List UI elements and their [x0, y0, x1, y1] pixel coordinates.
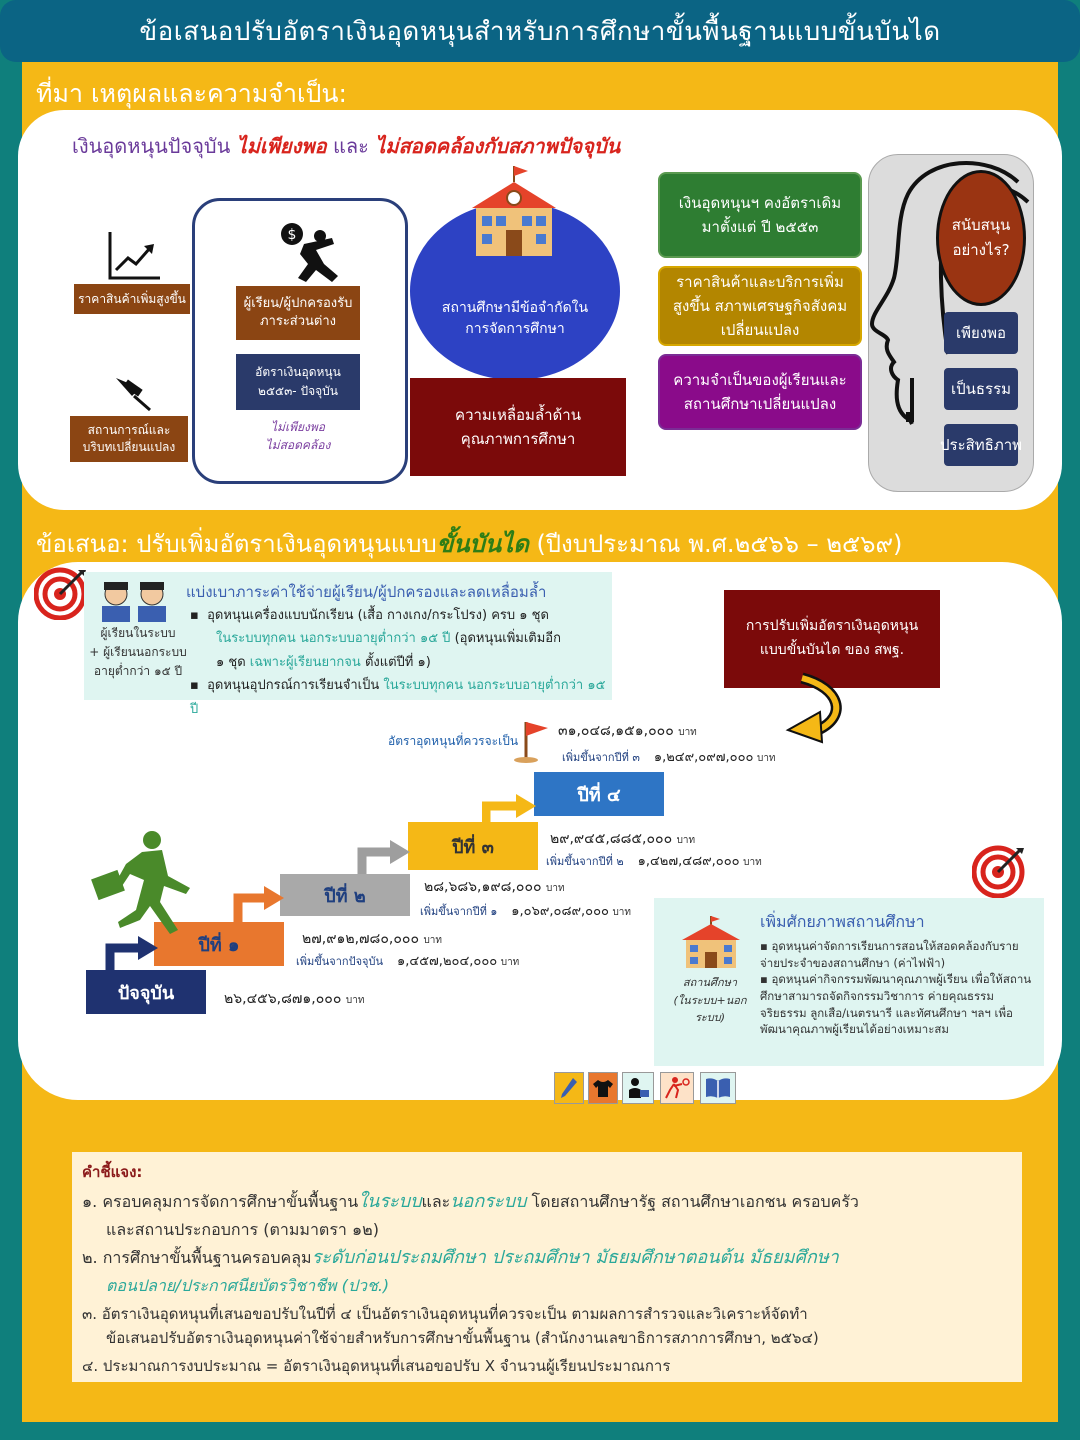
year2-amount: ๒๘,๖๘๖,๑๙๘,๐๐๐ บาท	[424, 879, 565, 895]
students-caption: ผู้เรียนในระบบ + ผู้เรียนนอกระบบ อายุต่ำ…	[86, 624, 190, 682]
pushpin-icon	[116, 378, 151, 412]
inequality-label: ความเหลื่อมล้ำด้านคุณภาพการศึกษา	[410, 378, 626, 476]
burden-group	[192, 198, 408, 484]
note-3-line1: ๓. อัตราเงินอุดหนุนที่เสนอขอปรับในปีที่ …	[82, 1305, 808, 1323]
insufficient-note: ไม่เพียงพอ ไม่สอดคล้อง	[236, 418, 360, 454]
needs-change-box: ความจำเป็นของผู้เรียนและสถานศึกษาเปลี่ยน…	[658, 354, 862, 430]
criteria-efficient: ประสิทธิภาพ	[940, 424, 1022, 466]
money-runner-icon: $	[281, 223, 338, 282]
bullet-uniform-cont: ในระบบทุกคน นอกระบบอายุต่ำกว่า ๑๕ ปี (อุ…	[216, 631, 561, 647]
capacity-bullet-2: ▪ อุดหนุนค่ากิจกรรมพัฒนาคุณภาพผู้เรียน เ…	[760, 972, 1032, 1037]
year1-amount: ๒๗,๙๑๒,๗๘๐,๐๐๐ บาท	[302, 931, 442, 947]
school-building-icon	[472, 166, 556, 256]
ideal-amount: ๓๑,๐๔๘,๑๕๑,๐๐๐ บาท	[558, 723, 697, 739]
step-current: ปัจจุบัน	[86, 970, 206, 1014]
students-in-system: ผู้เรียนในระบบ	[100, 626, 176, 640]
note-3: ๓. อัตราเงินอุดหนุนที่เสนอขอปรับในปีที่ …	[82, 1302, 1018, 1350]
arrow-to-year3-icon	[357, 840, 410, 874]
burden-reduction-box	[84, 572, 612, 700]
year3-increase: เพิ่มขึ้นจากปีที่ ๒ ๑,๔๒๗,๔๘๙,๐๐๐ บาท	[546, 854, 762, 869]
note-1: ๑. ครอบคลุมการจัดการศึกษาขั้นพื้นฐานในระ…	[82, 1188, 1018, 1242]
line-chart-icon	[108, 232, 160, 280]
rate-label: อัตราเงินอุดหนุน ๒๕๕๓- ปัจจุบัน	[236, 354, 360, 410]
fixed-rate-box: เงินอุดหนุนฯ คงอัตราเดิมมาตั้งแต่ ปี ๒๕๕…	[658, 172, 862, 258]
note-3-line2: ข้อเสนอปรับอัตราเงินอุดหนุนค่าใช้จ่ายสำห…	[106, 1329, 819, 1347]
obec-box: การปรับเพิ่มอัตราเงินอุดหนุนแบบขั้นบันได…	[724, 590, 940, 688]
burden-title: แบ่งเบาภาระค่าใช้จ่ายผู้เรียน/ผู้ปกครองแ…	[186, 583, 547, 601]
current-amount: ๒๖,๔๕๖,๘๗๑,๐๐๐ บาท	[224, 991, 365, 1007]
section2-heading: ข้อเสนอ: ปรับเพิ่มอัตราเงินอุดหนุนแบบขั้…	[36, 530, 903, 558]
arrow-to-year1-icon	[105, 936, 158, 978]
book-icon	[700, 1072, 736, 1104]
student-icon	[622, 1072, 654, 1104]
arrow-to-year4-icon	[482, 794, 536, 826]
inconsistent-text: ไม่สอดคล้อง	[265, 438, 331, 452]
insufficient-text: ไม่เพียงพอ	[271, 420, 325, 434]
note-1-cont: และสถานประกอบการ (ตามมาตรา ๑๒)	[106, 1219, 379, 1239]
bullet-uniform-cont2: ๑ ชุด เฉพาะผู้เรียนยากจน ตั้งแต่ปีที่ ๑)	[216, 654, 431, 670]
year1-increase: เพิ่มขึ้นจากปัจจุบัน ๑,๔๕๗,๒๐๔,๐๐๐ บาท	[296, 954, 520, 969]
capacity-bullets: ▪ อุดหนุนค่าจัดการเรียนการสอนให้สอดคล้อง…	[760, 938, 1038, 1038]
bullet-uniform: ▪ อุดหนุนเครื่องแบบนักเรียน (เสื้อ กางเก…	[190, 608, 549, 623]
target-icon	[34, 567, 87, 620]
section1-heading: ที่มา เหตุผลและความจำเป็น:	[36, 79, 347, 108]
pencil-icon	[554, 1072, 584, 1104]
ideal-rate-label: อัตราอุดหนุนที่ควรจะเป็น	[388, 734, 519, 748]
note-4: ๔. ประมาณการงบประมาณ = อัตราเงินอุดหนุนท…	[82, 1357, 671, 1375]
notes-box	[72, 1152, 1022, 1382]
arrow-to-year2-icon	[233, 886, 284, 924]
price-rise-label: ราคาสินค้าเพิ่มสูงขึ้น	[74, 284, 190, 314]
bullet-supplies: ▪ อุดหนุนอุปกรณ์การเรียนจำเป็น ในระบบทุก…	[190, 678, 606, 717]
flag-icon	[514, 722, 548, 763]
section1-lead: เงินอุดหนุนปัจจุบัน ไม่เพียงพอ และ ไม่สอ…	[72, 134, 621, 158]
cost-rise-box: ราคาสินค้าและบริการเพิ่มสูงขึ้น สภาพเศรษ…	[658, 266, 862, 346]
running-businessman-icon	[91, 831, 190, 934]
school-limit-label: สถานศึกษามีข้อจำกัดในการจัดการศึกษา	[441, 300, 589, 337]
school-caption-1: สถานศึกษา	[682, 976, 738, 989]
target-icon-right	[972, 845, 1025, 898]
students-icon	[102, 582, 166, 622]
school-caption-2: (ในระบบ+นอกระบบ)	[673, 993, 747, 1025]
shirt-icon	[588, 1072, 618, 1104]
note-2: ๒. การศึกษาขั้นพื้นฐานครอบคลุมระดับก่อนป…	[82, 1244, 1018, 1298]
capacity-bullet-1: ▪ อุดหนุนค่าจัดการเรียนการสอนให้สอดคล้อง…	[760, 939, 1019, 970]
step-year4: ปีที่ ๔	[534, 772, 664, 816]
year2-increase: เพิ่มขึ้นจากปีที่ ๑ ๑,๐๖๙,๐๘๙,๐๐๐ บาท	[420, 904, 632, 919]
note-2-cont: ตอนปลาย/ประกาศนียบัตรวิชาชีพ (ปวช.)	[106, 1275, 390, 1295]
notes-heading: คำชี้แจง:	[82, 1163, 143, 1181]
capacity-title: เพิ่มศักยภาพสถานศึกษา	[760, 912, 925, 931]
ideal-increase: เพิ่มขึ้นจากปีที่ ๓ ๑,๒๔๙,๐๙๗,๐๐๐ บาท	[562, 750, 776, 765]
year3-amount: ๒๙,๙๔๕,๘๘๕,๐๐๐ บาท	[550, 831, 696, 847]
burden-bullets: ▪ อุดหนุนเครื่องแบบนักเรียน (เสื้อ กางเก…	[190, 604, 610, 721]
curved-arrow-icon	[785, 672, 842, 744]
capacity-box	[654, 898, 1044, 1066]
svg-text:$: $	[288, 227, 297, 243]
sport-icon	[660, 1072, 694, 1104]
situation-label: สถานการณ์และบริบทเปลี่ยนแปลง	[70, 416, 188, 462]
step-year2: ปีที่ ๒	[280, 874, 410, 916]
school-small-icon	[682, 916, 740, 968]
page-title: ข้อเสนอปรับอัตราเงินอุดหนุนสำหรับการศึกษ…	[0, 0, 1080, 62]
criteria-sufficient: เพียงพอ	[944, 312, 1018, 354]
criteria-fair: เป็นธรรม	[944, 368, 1018, 410]
step-year3: ปีที่ ๓	[408, 822, 538, 870]
burden-label: ผู้เรียน/ผู้ปกครองรับภาระส่วนต่าง	[236, 286, 360, 340]
school-caption: สถานศึกษา (ในระบบ+นอกระบบ)	[662, 974, 758, 1027]
support-question: สนับสนุนอย่างไร?	[936, 170, 1026, 306]
students-out-system: + ผู้เรียนนอกระบบ อายุต่ำกว่า ๑๕ ปี	[89, 645, 187, 679]
